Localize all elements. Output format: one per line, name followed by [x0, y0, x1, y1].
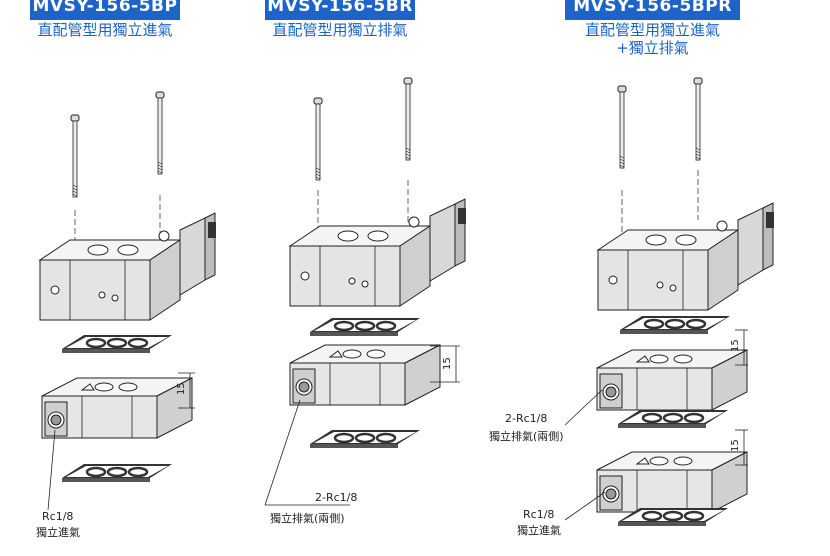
dimension-1: 15	[176, 382, 187, 395]
callout-1-label: 獨立進氣	[36, 525, 80, 539]
subtitle-1: 直配管型用獨立進氣	[37, 21, 173, 39]
dimension-3a: 15	[730, 339, 741, 352]
screw-2a	[313, 97, 323, 181]
valve-body-2	[289, 198, 467, 307]
model-badge-3: MVSY-156-5BPR	[565, 0, 740, 20]
gasket-1b	[60, 462, 174, 484]
screw-3b	[693, 77, 703, 161]
model-badge-1: MVSY-156-5BP	[30, 0, 180, 20]
screw-1a	[70, 114, 80, 198]
callout-3b-code: Rc1/8	[523, 508, 554, 521]
dimension-3b: 15	[730, 439, 741, 452]
subtitle-3: 直配管型用獨立進氣 +獨立排氣	[565, 21, 740, 57]
callout-1-code: Rc1/8	[42, 510, 73, 523]
subplate-3b	[596, 451, 748, 513]
model-badge-2: MVSY-156-5BR	[265, 0, 415, 20]
subtitle-3-line-2: +獨立排氣	[616, 39, 689, 57]
subplate-3a	[596, 349, 748, 411]
gasket-2b	[308, 428, 422, 450]
panel-1-assembly: 15 Rc1/8 獨立進氣	[36, 91, 217, 539]
callout-2-label: 獨立排氣(兩側)	[270, 511, 345, 525]
valve-body-3	[597, 202, 775, 311]
gasket-2a	[308, 316, 422, 338]
screw-1b	[155, 91, 165, 175]
callout-2-code: 2-Rc1/8	[315, 491, 357, 504]
subplate-2	[289, 344, 441, 406]
screw-2b	[403, 77, 413, 161]
valve-body-1	[39, 212, 217, 321]
callout-3a-code: 2-Rc1/8	[505, 412, 547, 425]
gasket-3a	[618, 314, 732, 336]
callout-3a-label: 獨立排氣(兩側)	[489, 429, 564, 443]
callout-3b-label: 獨立進氣	[517, 523, 561, 537]
subtitle-3-line-1: 直配管型用獨立進氣	[584, 21, 720, 39]
panel-2-assembly: 15 2-Rc1/8 獨立排氣(兩側)	[264, 77, 467, 525]
panel-3-assembly: 15 15 2-Rc1/8 獨立排氣(兩側) Rc1/8 獨立進氣	[489, 77, 775, 537]
subplate-1	[41, 377, 193, 439]
dimension-2: 15	[442, 357, 453, 370]
gasket-1a	[60, 333, 174, 355]
gasket-3b	[616, 408, 730, 430]
screw-3a	[617, 85, 627, 169]
subtitle-2: 直配管型用獨立排氣	[272, 21, 408, 39]
